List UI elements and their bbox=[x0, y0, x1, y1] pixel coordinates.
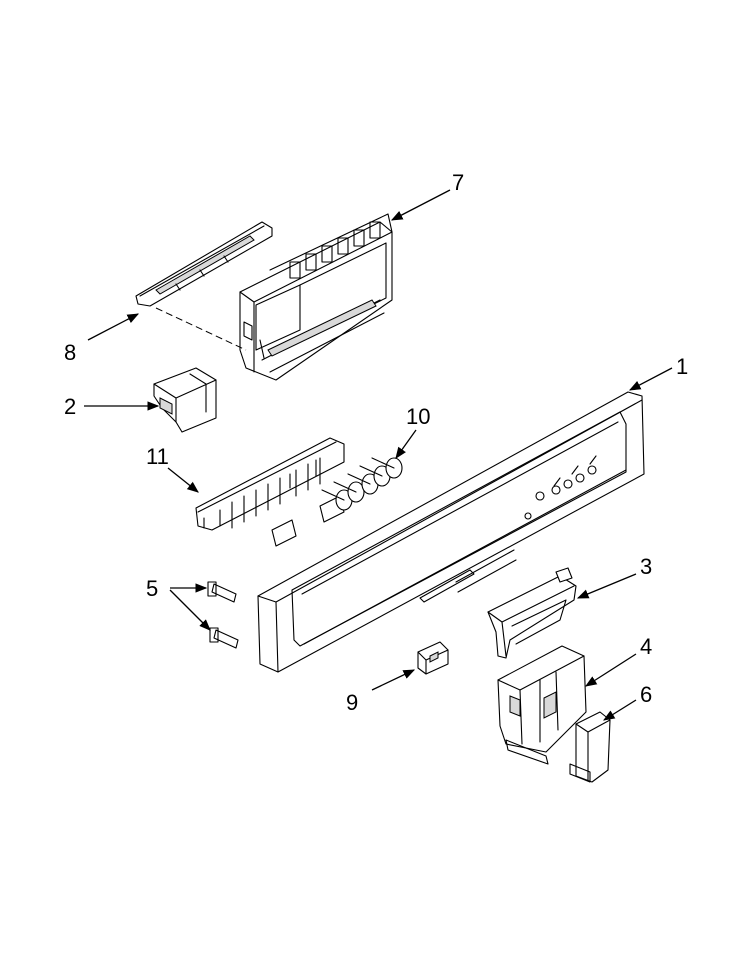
callout-labels: 7 8 1 2 10 11 5 3 4 6 9 bbox=[64, 170, 688, 715]
part-8-alignment-line bbox=[155, 307, 247, 351]
board-slot-row bbox=[289, 221, 381, 279]
callout-9: 9 bbox=[346, 690, 358, 715]
part-7-control-board[interactable] bbox=[239, 213, 393, 381]
callout-4: 4 bbox=[640, 634, 652, 659]
callout-7: 7 bbox=[452, 170, 464, 195]
leader-11 bbox=[167, 467, 199, 493]
callout-5: 5 bbox=[146, 576, 158, 601]
part-6-striker[interactable] bbox=[569, 711, 611, 783]
part-11-button-carrier[interactable] bbox=[195, 437, 345, 547]
part-1-control-panel[interactable] bbox=[257, 391, 645, 673]
part-5-screw-upper[interactable] bbox=[207, 581, 237, 603]
leader-4 bbox=[585, 653, 637, 687]
callout-3: 3 bbox=[640, 554, 652, 579]
part-2-bracket[interactable] bbox=[153, 367, 217, 433]
part-8-connector-strip[interactable] bbox=[135, 221, 273, 307]
panel-buttons bbox=[524, 455, 597, 520]
leader-7 bbox=[390, 189, 451, 221]
leader-9 bbox=[371, 669, 416, 691]
callout-11: 11 bbox=[146, 444, 169, 469]
callout-1: 1 bbox=[676, 354, 688, 379]
part-9-switch[interactable] bbox=[417, 641, 449, 675]
part-4-latch-assembly[interactable] bbox=[497, 645, 587, 765]
callout-8: 8 bbox=[64, 340, 76, 365]
leader-3 bbox=[576, 573, 637, 599]
carrier-pins bbox=[231, 457, 321, 529]
callout-6: 6 bbox=[640, 682, 652, 707]
leader-5-lower bbox=[169, 589, 211, 631]
part-5-screw-lower[interactable] bbox=[209, 627, 239, 649]
leader-10 bbox=[395, 429, 417, 459]
leader-lines bbox=[84, 189, 673, 721]
leader-8 bbox=[87, 313, 140, 341]
part-10-buttons[interactable] bbox=[321, 457, 403, 511]
leader-6 bbox=[603, 699, 637, 721]
part-3-bracket[interactable] bbox=[487, 567, 577, 659]
callout-2: 2 bbox=[64, 394, 76, 419]
leader-1 bbox=[628, 367, 673, 391]
callout-10: 10 bbox=[406, 404, 430, 429]
